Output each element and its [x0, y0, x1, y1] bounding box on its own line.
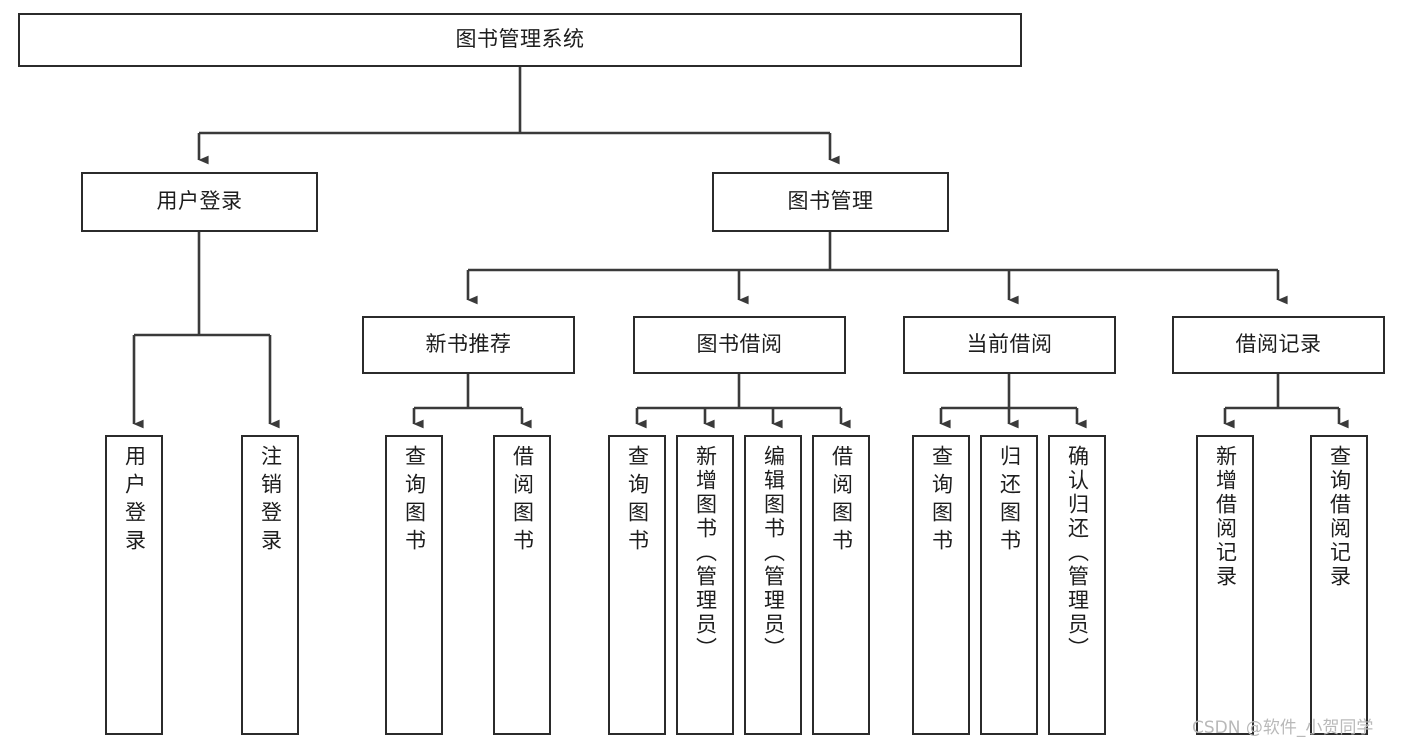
node-user-login[interactable]: 用户登录 — [81, 172, 318, 232]
node-current-borrow[interactable]: 当前借阅 — [903, 316, 1116, 374]
node-new-book-recommend[interactable]: 新书推荐 — [362, 316, 575, 374]
leaf-edit-book-label: 编辑图书（管理员） — [761, 445, 785, 661]
leaf-edit-book[interactable]: 编辑图书（管理员） — [744, 435, 802, 735]
node-book-borrow-label: 图书借阅 — [696, 332, 783, 356]
node-book-management-label: 图书管理 — [787, 189, 874, 213]
leaf-borrow-book-2-label: 借阅图书 — [829, 445, 853, 557]
node-root-label: 图书管理系统 — [455, 27, 585, 51]
leaf-logout[interactable]: 注销登录 — [241, 435, 299, 735]
leaf-query-record-label: 查询借阅记录 — [1327, 445, 1351, 589]
leaf-query-book-1-label: 查询图书 — [402, 445, 426, 557]
leaf-borrow-book-2[interactable]: 借阅图书 — [812, 435, 870, 735]
node-book-management[interactable]: 图书管理 — [712, 172, 949, 232]
leaf-user-login[interactable]: 用户登录 — [105, 435, 163, 735]
leaf-return-book[interactable]: 归还图书 — [980, 435, 1038, 735]
leaf-query-record[interactable]: 查询借阅记录 — [1310, 435, 1368, 735]
leaf-query-book-3-label: 查询图书 — [929, 445, 953, 557]
node-current-borrow-label: 当前借阅 — [966, 332, 1053, 356]
leaf-add-record-label: 新增借阅记录 — [1213, 445, 1237, 589]
node-borrow-record-label: 借阅记录 — [1235, 332, 1322, 356]
leaf-return-book-label: 归还图书 — [997, 445, 1021, 557]
leaf-add-book-label: 新增图书（管理员） — [693, 445, 717, 661]
node-new-book-recommend-label: 新书推荐 — [425, 332, 512, 356]
leaf-query-book-2[interactable]: 查询图书 — [608, 435, 666, 735]
leaf-add-book[interactable]: 新增图书（管理员） — [676, 435, 734, 735]
leaf-user-login-label: 用户登录 — [122, 445, 146, 557]
node-user-login-label: 用户登录 — [156, 189, 243, 213]
leaf-borrow-book-1[interactable]: 借阅图书 — [493, 435, 551, 735]
node-book-borrow[interactable]: 图书借阅 — [633, 316, 846, 374]
node-borrow-record[interactable]: 借阅记录 — [1172, 316, 1385, 374]
leaf-query-book-1[interactable]: 查询图书 — [385, 435, 443, 735]
leaf-query-book-3[interactable]: 查询图书 — [912, 435, 970, 735]
leaf-borrow-book-1-label: 借阅图书 — [510, 445, 534, 557]
leaf-confirm-return[interactable]: 确认归还（管理员） — [1048, 435, 1106, 735]
node-root[interactable]: 图书管理系统 — [18, 13, 1022, 67]
leaf-add-record[interactable]: 新增借阅记录 — [1196, 435, 1254, 735]
leaf-confirm-return-label: 确认归还（管理员） — [1065, 445, 1089, 661]
leaf-logout-label: 注销登录 — [258, 445, 282, 557]
leaf-query-book-2-label: 查询图书 — [625, 445, 649, 557]
watermark: CSDN @软件_小贺同学 — [1192, 718, 1374, 738]
